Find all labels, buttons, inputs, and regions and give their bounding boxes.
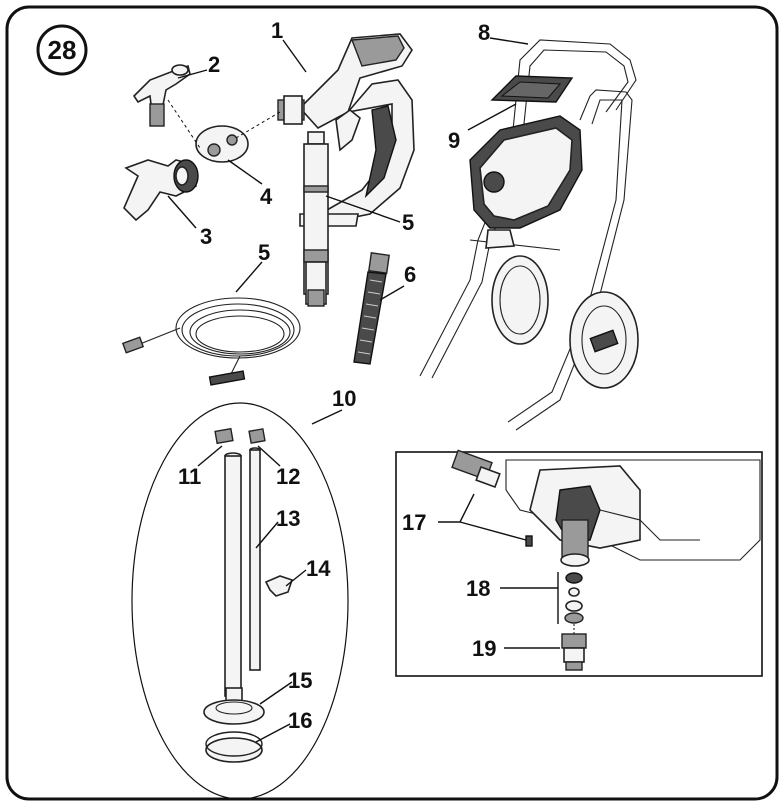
hose-clip-part	[264, 575, 294, 597]
label-10: 10	[332, 386, 356, 411]
spray-tip-part	[132, 64, 191, 127]
page-badge: 28	[36, 24, 88, 76]
inlet-fitting-part	[451, 449, 533, 547]
seal-kit-part	[564, 572, 584, 624]
label-8: 8	[478, 20, 490, 45]
label-13: 13	[276, 506, 300, 531]
label-14: 14	[306, 556, 331, 581]
label-5-gun: 5	[402, 210, 414, 235]
filter-part	[353, 252, 390, 365]
pump-detail-part	[505, 459, 761, 567]
label-2: 2	[208, 52, 220, 77]
suction-tube-part	[224, 452, 242, 697]
label-11: 11	[178, 464, 201, 489]
label-6: 6	[404, 262, 416, 287]
label-12: 12	[276, 464, 300, 489]
label-15: 15	[288, 668, 312, 693]
hose-part	[121, 297, 301, 386]
label-16: 16	[288, 708, 312, 733]
label-18: 18	[466, 576, 490, 601]
label-5-hose: 5	[258, 240, 270, 265]
label-19: 19	[472, 636, 496, 661]
pump-fitting-part	[561, 633, 587, 671]
inlet-strainer-part	[203, 687, 265, 725]
badge-number: 28	[48, 35, 77, 65]
label-1: 1	[271, 18, 283, 43]
label-4: 4	[260, 184, 273, 209]
label-9: 9	[448, 128, 460, 153]
tip-seal-part	[195, 125, 249, 163]
return-tube-part	[249, 447, 261, 671]
sprayer-cart-part	[419, 39, 639, 431]
clip-part	[214, 427, 266, 445]
spray-gun-part	[277, 33, 415, 307]
label-3: 3	[200, 224, 212, 249]
tip-guard-part	[123, 159, 199, 222]
suction-set-outline	[131, 402, 349, 800]
label-17: 17	[402, 510, 426, 535]
strainer-ring-part	[205, 731, 263, 763]
